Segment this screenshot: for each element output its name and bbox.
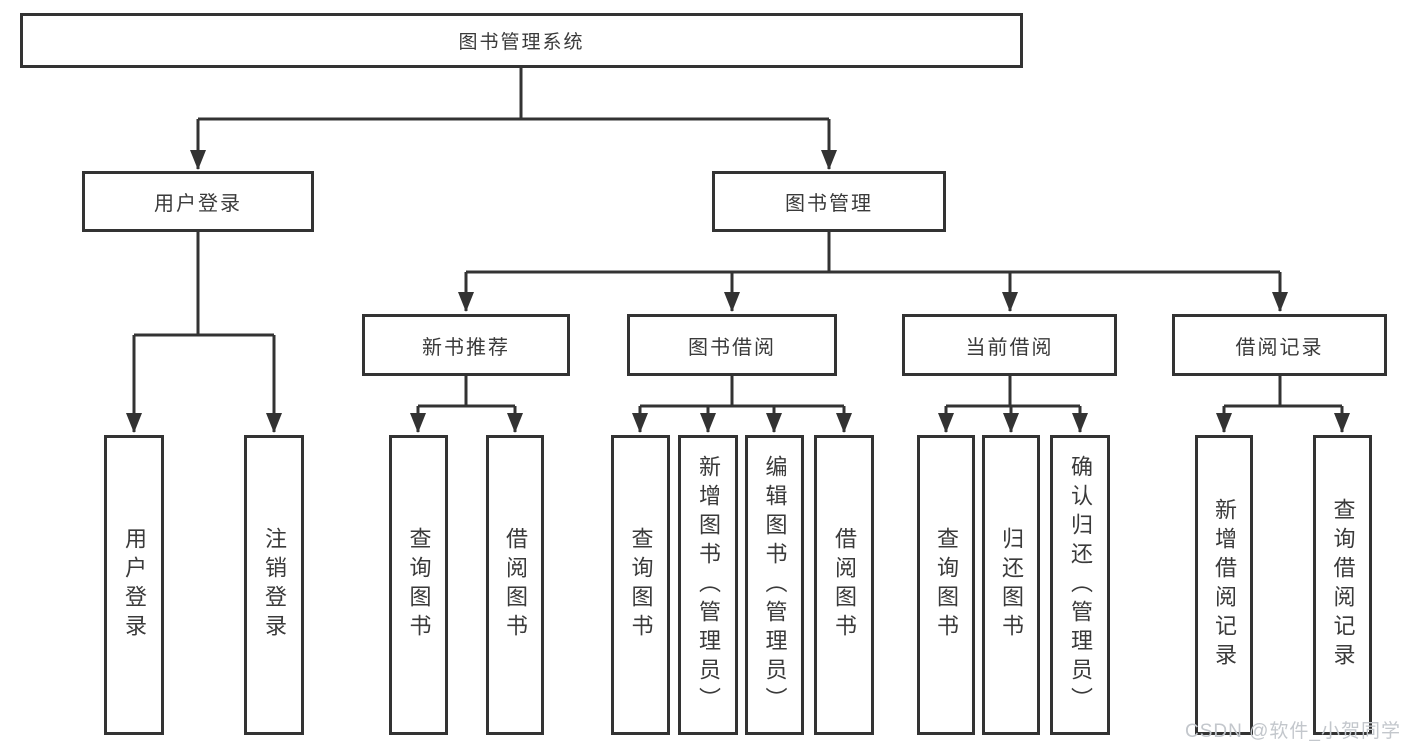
connector-new-book-bus (418, 376, 515, 408)
node-label: 新增借阅记录 (1212, 498, 1237, 672)
node-current-borrowing: 当前借阅 (902, 314, 1117, 376)
node-root-system: 图书管理系统 (20, 13, 1023, 68)
leaf-logout-login: 注销登录 (244, 435, 304, 735)
node-label: 查询图书 (628, 527, 654, 643)
node-label: 用户登录 (122, 527, 147, 643)
connector-book-borrow-bus (640, 376, 844, 408)
node-label: 图书管理 (785, 193, 873, 215)
connector-root-bus (198, 68, 829, 121)
node-label: 借阅图书 (832, 527, 857, 643)
node-label: 图书借阅 (688, 336, 776, 359)
node-label: 注销登录 (262, 527, 287, 643)
leaf-query-books-1: 查询图书 (389, 435, 448, 735)
csdn-watermark: CSDN @软件_小贺同学 (1185, 721, 1401, 742)
leaf-borrow-books-1: 借阅图书 (486, 435, 544, 735)
connector-book-mgmt-bus (466, 232, 1280, 274)
leaf-query-borrow-record: 查询借阅记录 (1313, 435, 1372, 735)
connector-current-borrow-bus (946, 376, 1080, 408)
node-label: 归还图书 (999, 527, 1024, 643)
leaf-edit-book-admin: 编辑图书（管理员） (745, 435, 804, 735)
leaf-add-book-admin: 新增图书（管理员） (678, 435, 738, 735)
node-label: 编辑图书（管理员） (762, 454, 788, 716)
node-label: 新增图书（管理员） (696, 454, 721, 716)
connector-records-bus (1224, 376, 1342, 408)
node-label: 查询图书 (406, 527, 432, 643)
node-label: 借阅记录 (1235, 336, 1324, 359)
node-label: 确认归还（管理员） (1068, 454, 1093, 716)
leaf-query-books-3: 查询图书 (917, 435, 975, 735)
node-label: 新书推荐 (422, 336, 510, 359)
leaf-user-login: 用户登录 (104, 435, 164, 735)
leaf-borrow-books-2: 借阅图书 (814, 435, 874, 735)
node-user-login: 用户登录 (82, 171, 314, 232)
connector-user-login-bus (134, 232, 274, 337)
leaf-query-books-2: 查询图书 (611, 435, 670, 735)
leaf-return-books: 归还图书 (982, 435, 1040, 735)
node-label: 查询借阅记录 (1330, 498, 1356, 672)
node-label: 查询图书 (934, 527, 959, 643)
node-label: 图书管理系统 (458, 32, 585, 53)
leaf-add-borrow-record: 新增借阅记录 (1195, 435, 1253, 735)
node-book-borrowing: 图书借阅 (627, 314, 837, 376)
node-book-management: 图书管理 (712, 171, 946, 232)
node-label: 用户登录 (154, 193, 242, 215)
leaf-confirm-return-admin: 确认归还（管理员） (1050, 435, 1110, 735)
node-label: 借阅图书 (503, 527, 528, 643)
node-new-book-recommend: 新书推荐 (362, 314, 570, 376)
node-borrowing-records: 借阅记录 (1172, 314, 1387, 376)
node-label: 当前借阅 (965, 336, 1054, 359)
